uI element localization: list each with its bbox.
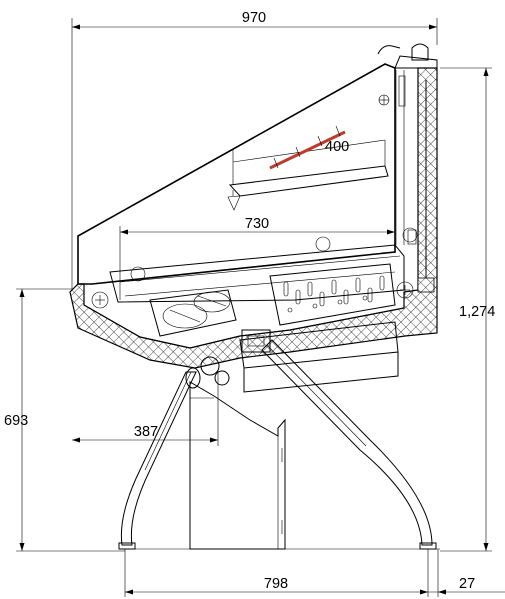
- front-glass-panel: [77, 63, 396, 285]
- dimension-label-387: 387: [134, 424, 158, 440]
- fan-assembly: [149, 289, 237, 337]
- dimension-leg-span: 798 27: [124, 549, 505, 597]
- evaporator-plate: [269, 263, 396, 326]
- dimension-leg-offset: 387: [72, 370, 219, 446]
- dimension-label-730: 730: [245, 216, 269, 232]
- dimension-label-798: 798: [264, 576, 288, 592]
- drain-tray: [239, 321, 399, 393]
- dimension-label-693: 693: [4, 413, 28, 429]
- upper-shelf: 400: [227, 125, 389, 211]
- dimension-label-1274: 1,274: [459, 304, 495, 320]
- insulated-cabinet-shell: [69, 55, 438, 369]
- product-deck: [91, 227, 418, 309]
- support-legs: [118, 339, 437, 550]
- dimension-overall-width: 970: [71, 10, 438, 290]
- dimension-label-400: 400: [325, 139, 349, 155]
- dimension-label-27: 27: [459, 576, 475, 592]
- dimension-label-970: 970: [242, 10, 266, 26]
- shelf-marker-line: [269, 130, 346, 170]
- dimension-worktop-height: 693: [4, 288, 125, 552]
- dimension-interior-depth: 730: [119, 216, 396, 300]
- dimension-overall-height: 1,274: [440, 67, 495, 552]
- rear-fittings: [377, 43, 435, 293]
- center-pedestal: [189, 381, 286, 550]
